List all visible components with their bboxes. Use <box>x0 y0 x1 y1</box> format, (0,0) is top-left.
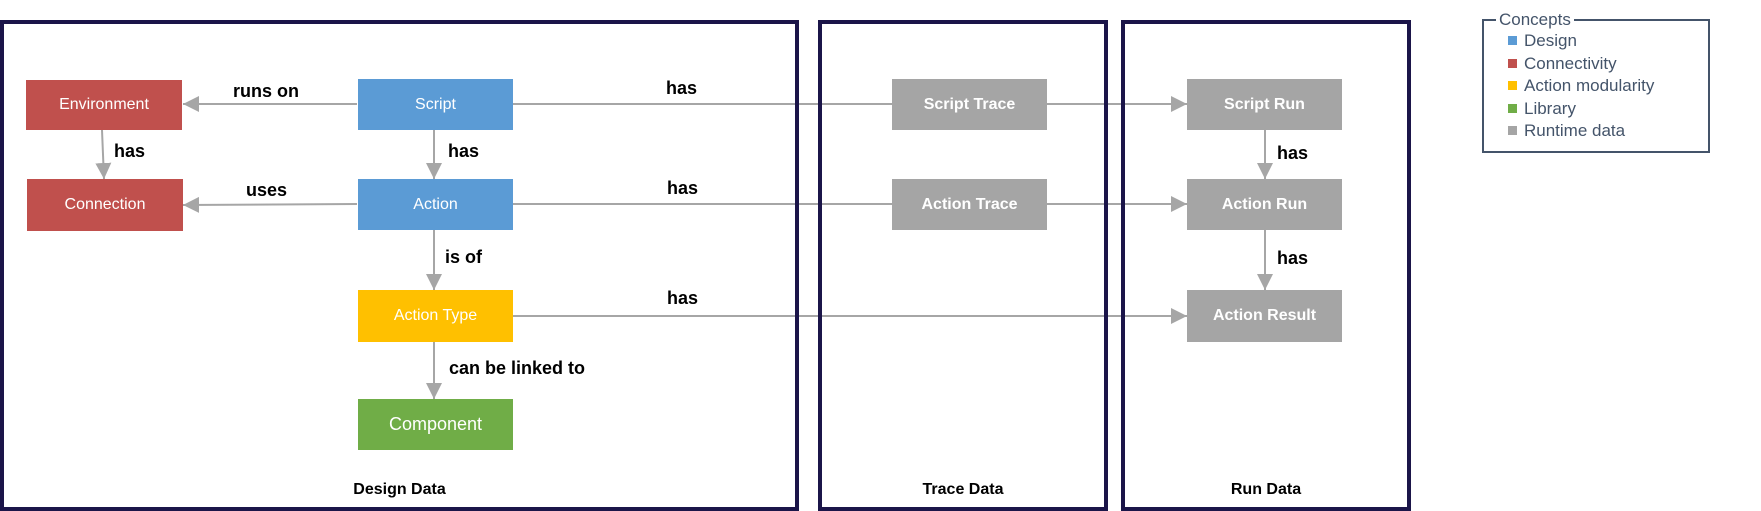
label-type-has-result: has <box>667 288 699 308</box>
run-data-title: Run Data <box>1230 481 1302 498</box>
trace-data-title: Trace Data <box>922 481 1004 498</box>
node-action-trace: Action Trace <box>892 179 1047 230</box>
label-actionrun-has: has <box>1277 248 1309 268</box>
node-action-type: Action Type <box>358 290 513 342</box>
label-runs-on: runs on <box>233 81 299 101</box>
legend-item-design: Design <box>1508 31 1577 51</box>
label-action-has-run: has <box>667 178 699 198</box>
design-data-title: Design Data <box>353 481 446 498</box>
node-action: Action <box>358 179 513 230</box>
node-script-trace: Script Trace <box>892 79 1047 130</box>
legend-swatch-library <box>1508 104 1517 113</box>
node-environment: Environment <box>26 80 182 130</box>
node-component: Component <box>358 399 513 450</box>
legend-swatch-design <box>1508 36 1517 45</box>
label-is-of: is of <box>445 247 483 267</box>
legend-item-connectivity: Connectivity <box>1508 54 1617 74</box>
legend-label-runtime-data: Runtime data <box>1524 121 1626 140</box>
label-env-has: has <box>114 141 146 161</box>
legend-title: Concepts <box>1496 10 1574 30</box>
label-uses: uses <box>246 180 288 200</box>
legend-label-design: Design <box>1524 31 1577 50</box>
label-script-has-action: has <box>448 141 480 161</box>
label-can-be-linked-to: can be linked to <box>449 358 586 378</box>
arrow-action-to-connection <box>182 196 358 213</box>
legend-item-library: Library <box>1508 99 1576 119</box>
node-script: Script <box>358 79 513 130</box>
legend-label-library: Library <box>1524 99 1576 118</box>
legend-swatch-runtime-data <box>1508 126 1517 135</box>
legend: Concepts Design Connectivity Action modu… <box>1482 10 1710 153</box>
legend-item-runtime-data: Runtime data <box>1508 121 1625 141</box>
node-action-result: Action Result <box>1187 290 1342 342</box>
legend-label-connectivity: Connectivity <box>1524 54 1617 73</box>
legend-item-action-modularity: Action modularity <box>1508 76 1654 96</box>
legend-swatch-action-modularity <box>1508 81 1517 90</box>
label-script-has-run: has <box>666 78 698 98</box>
node-connection: Connection <box>27 179 183 231</box>
arrow-environment-to-connection <box>95 129 112 180</box>
legend-label-action-modularity: Action modularity <box>1524 76 1655 95</box>
node-script-run: Script Run <box>1187 79 1342 130</box>
node-action-run: Action Run <box>1187 179 1342 230</box>
label-scriptrun-has: has <box>1277 143 1309 163</box>
legend-swatch-connectivity <box>1508 59 1517 68</box>
